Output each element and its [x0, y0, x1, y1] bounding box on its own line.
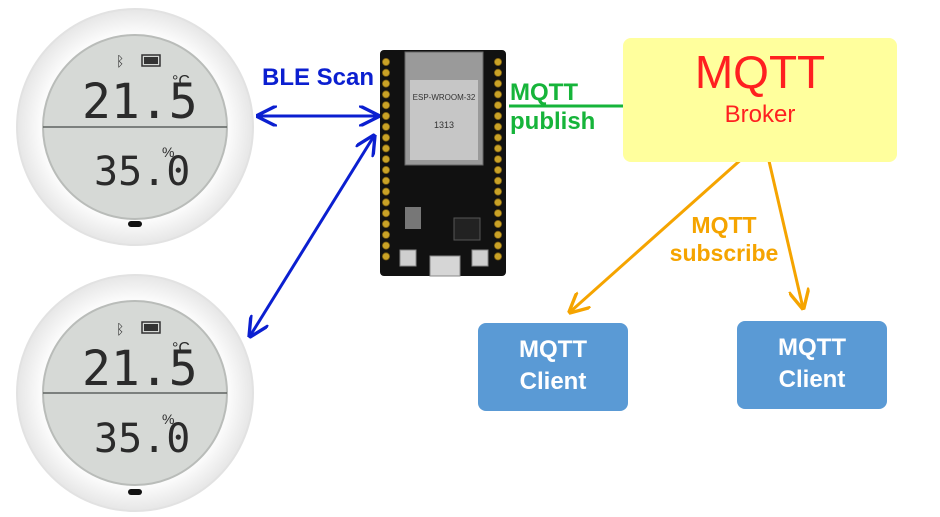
pin-hole [493, 219, 502, 228]
mqtt-publish-label: MQTT publish [510, 79, 596, 135]
pin-hole [381, 144, 390, 153]
sensor-2-hum-unit: % [162, 411, 174, 427]
sensor-1-humidity: 35.0 [94, 149, 190, 195]
mqtt-client-box-1: MQTT Client [478, 323, 628, 411]
pin-hole [493, 165, 502, 174]
pin-header-right [493, 58, 502, 261]
pin-header-left [381, 58, 390, 261]
bluetooth-icon: ᛒ [116, 321, 124, 337]
pin-hole [493, 155, 502, 164]
battery-icon [141, 321, 161, 334]
mqtt-subscribe-label: MQTT subscribe [669, 212, 779, 266]
sensor-2-led-icon [128, 489, 142, 495]
sensor-1-temperature: 21.5 [82, 74, 198, 130]
sensor-1-temp-unit: °C [172, 73, 190, 90]
pin-hole [493, 241, 502, 250]
client-2-line2: Client [778, 366, 846, 393]
pin-hole [493, 209, 502, 218]
client-1-line2: Client [519, 368, 587, 395]
pin-hole [493, 187, 502, 196]
ble-arrow-2 [250, 136, 374, 336]
pin-hole [493, 133, 502, 142]
pin-hole [381, 122, 390, 131]
pin-hole [381, 90, 390, 99]
pin-hole [493, 112, 502, 121]
subscribe-arrow-1 [570, 146, 755, 312]
pin-hole [381, 230, 390, 239]
pin-hole [381, 241, 390, 250]
sensor-1-hum-unit: % [162, 144, 174, 160]
subscribe-arrow-2 [764, 147, 803, 308]
bluetooth-icon: ᛒ [116, 53, 124, 69]
pin-hole [381, 176, 390, 185]
battery-icon [141, 54, 161, 67]
pin-hole [381, 101, 390, 110]
pin-hole [381, 155, 390, 164]
pin-hole [493, 79, 502, 88]
boot-button [471, 249, 489, 267]
pin-hole [493, 122, 502, 131]
pin-hole [381, 58, 390, 67]
pin-hole [493, 144, 502, 153]
usb-chip [453, 217, 481, 241]
sensor-2-humidity: 35.0 [94, 416, 190, 462]
pin-hole [493, 68, 502, 77]
pin-hole [493, 58, 502, 67]
broker-subtitle: Broker [724, 101, 796, 128]
pin-hole [381, 68, 390, 77]
client-2-line1: MQTT [778, 334, 846, 361]
broker-title: MQTT [694, 46, 826, 98]
sensor-1-led-icon [128, 221, 142, 227]
module-label: ESP-WROOM-32 [413, 93, 476, 102]
thermometer-sensor-1: ᛒ 21.5 °C 35.0 % [16, 8, 254, 246]
esp32-board: ESP-WROOM-32 1313 [380, 50, 506, 277]
thermometer-sensor-2: ᛒ 21.5 °C 35.0 % [16, 274, 254, 512]
pin-hole [381, 187, 390, 196]
mqtt-broker-box: MQTT Broker [623, 38, 897, 162]
pin-hole [381, 252, 390, 261]
pin-hole [381, 79, 390, 88]
pin-hole [493, 230, 502, 239]
sensor-2-temperature: 21.5 [82, 341, 198, 397]
module-id: 1313 [434, 120, 454, 130]
pin-hole [381, 112, 390, 121]
pin-hole [381, 133, 390, 142]
mqtt-client-box-2: MQTT Client [737, 321, 887, 409]
pin-hole [381, 209, 390, 218]
pin-hole [381, 219, 390, 228]
pin-hole [493, 176, 502, 185]
pin-hole [493, 252, 502, 261]
client-1-line1: MQTT [519, 336, 587, 363]
sensor-2-temp-unit: °C [172, 340, 190, 357]
pin-hole [493, 90, 502, 99]
pin-hole [381, 198, 390, 207]
pin-hole [493, 101, 502, 110]
pin-hole [493, 198, 502, 207]
usb-port [429, 255, 461, 277]
en-button [399, 249, 417, 267]
pin-hole [381, 165, 390, 174]
regulator [405, 207, 421, 229]
ble-scan-label: BLE Scan [262, 64, 375, 91]
